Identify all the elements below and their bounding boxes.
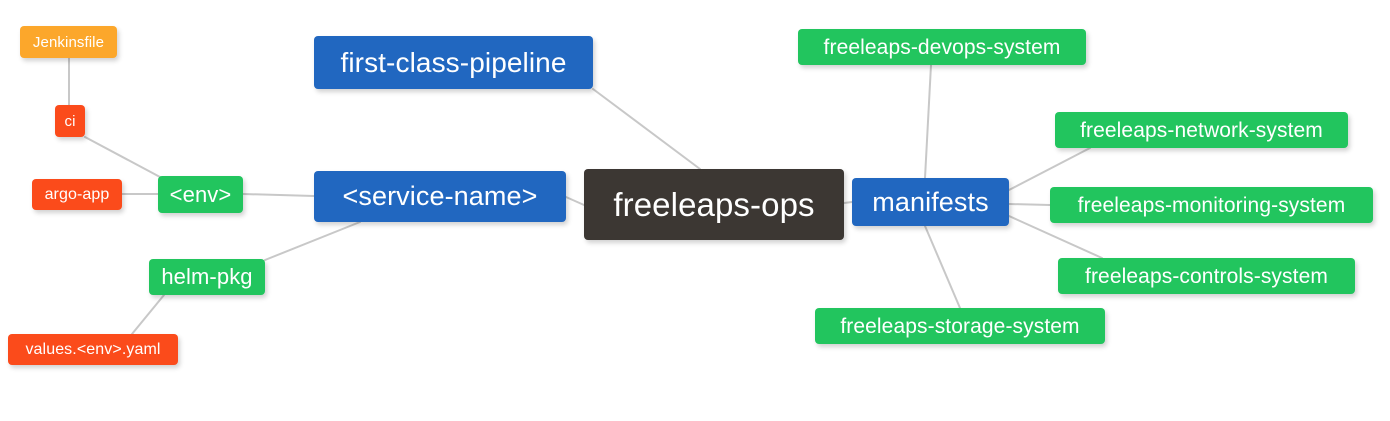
node-label-manifests: manifests: [872, 186, 989, 217]
node-label-freeleaps-monitoring-system: freeleaps-monitoring-system: [1077, 193, 1346, 217]
node-env[interactable]: <env>: [158, 176, 243, 213]
node-jenkinsfile[interactable]: Jenkinsfile: [20, 26, 117, 58]
node-label-ci: ci: [64, 112, 76, 130]
edge-service-name-to-env: [242, 193, 315, 197]
edge-freeleaps-ops-to-first-class-pipeline: [592, 88, 701, 170]
node-helm-pkg[interactable]: helm-pkg: [149, 259, 265, 295]
node-label-freeleaps-controls-system: freeleaps-controls-system: [1085, 264, 1328, 288]
node-label-freeleaps-ops: freeleaps-ops: [613, 186, 815, 223]
node-label-freeleaps-storage-system: freeleaps-storage-system: [840, 314, 1080, 338]
edge-freeleaps-ops-to-service-name: [565, 196, 585, 206]
node-service-name[interactable]: <service-name>: [314, 171, 566, 222]
node-label-freeleaps-devops-system: freeleaps-devops-system: [823, 35, 1061, 59]
edge-manifests-to-freeleaps-storage-system: [924, 225, 961, 309]
node-freeleaps-devops-system[interactable]: freeleaps-devops-system: [798, 29, 1086, 65]
node-label-values-env-yaml: values.<env>.yaml: [25, 340, 161, 358]
node-label-jenkinsfile: Jenkinsfile: [32, 33, 105, 51]
edge-env-to-ci: [84, 136, 161, 178]
edge-manifests-to-freeleaps-monitoring-system: [1008, 203, 1051, 206]
edge-service-name-to-helm-pkg: [264, 221, 361, 261]
edge-manifests-to-freeleaps-network-system: [1008, 147, 1091, 191]
node-freeleaps-controls-system[interactable]: freeleaps-controls-system: [1058, 258, 1355, 294]
edge-helm-pkg-to-values-env-yaml: [131, 294, 165, 335]
node-label-env: <env>: [169, 181, 232, 207]
node-ci[interactable]: ci: [55, 105, 85, 137]
node-label-freeleaps-network-system: freeleaps-network-system: [1080, 118, 1323, 142]
node-label-helm-pkg: helm-pkg: [161, 264, 253, 289]
node-freeleaps-ops[interactable]: freeleaps-ops: [584, 169, 844, 240]
node-first-class-pipeline[interactable]: first-class-pipeline: [314, 36, 593, 89]
node-freeleaps-monitoring-system[interactable]: freeleaps-monitoring-system: [1050, 187, 1373, 223]
node-label-argo-app: argo-app: [44, 185, 110, 203]
node-label-first-class-pipeline: first-class-pipeline: [340, 46, 567, 78]
edge-manifests-to-freeleaps-devops-system: [924, 64, 932, 179]
node-manifests[interactable]: manifests: [852, 178, 1009, 226]
edge-freeleaps-ops-to-manifests: [843, 201, 853, 204]
node-freeleaps-network-system[interactable]: freeleaps-network-system: [1055, 112, 1348, 148]
node-freeleaps-storage-system[interactable]: freeleaps-storage-system: [815, 308, 1105, 344]
node-argo-app[interactable]: argo-app: [32, 179, 122, 210]
node-values-env-yaml[interactable]: values.<env>.yaml: [8, 334, 178, 365]
node-label-service-name: <service-name>: [342, 181, 538, 211]
